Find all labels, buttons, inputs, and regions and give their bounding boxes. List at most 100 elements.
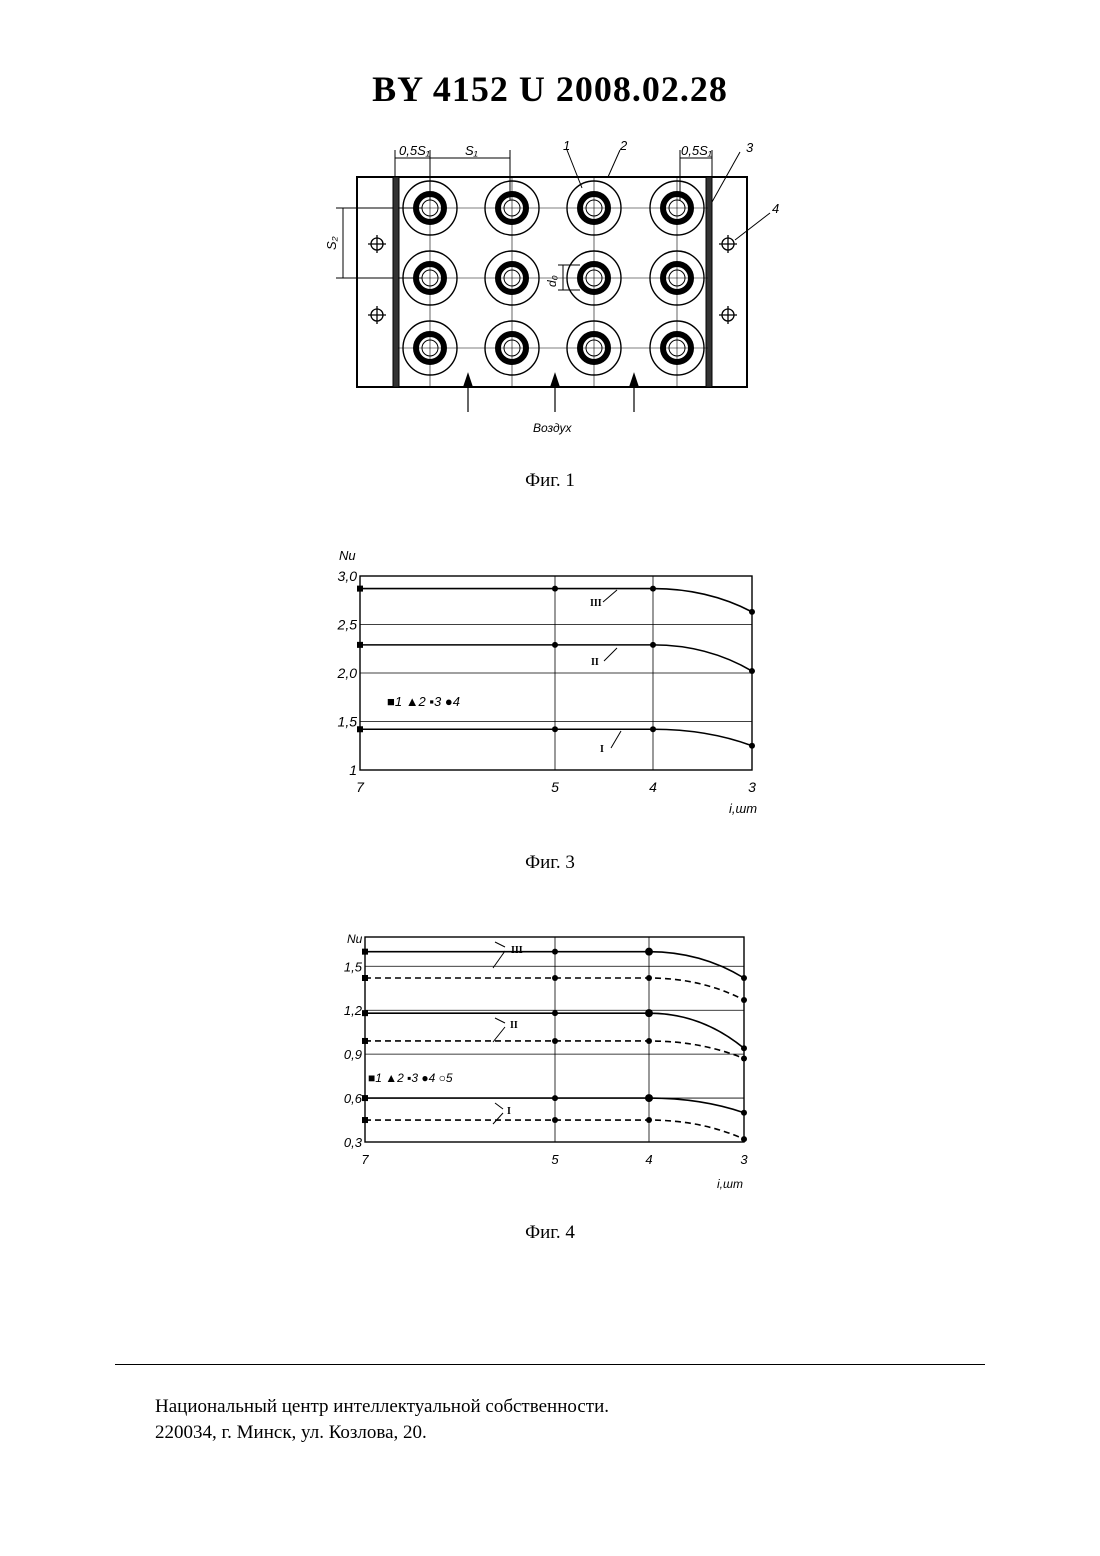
fig3-data-point — [552, 642, 558, 648]
fig3-data-point — [650, 726, 656, 732]
fig3-series-leader — [611, 731, 621, 748]
fig4-data-point — [646, 1117, 652, 1123]
fig4-data-point — [552, 975, 558, 981]
fig4-data-point — [741, 1136, 747, 1142]
fig4-y-tick-label: 0,6 — [344, 1091, 363, 1106]
fig4-series-line — [365, 952, 744, 978]
fig4-x-tick-label: 7 — [361, 1152, 369, 1167]
figure-1-drawing: 0,5S₁ S₁ 0,5S₁ S₂ d₀ 1 2 3 4 Воздух — [300, 130, 800, 450]
fig4-series-label-i: I — [507, 1106, 511, 1117]
fig3-data-point — [749, 609, 755, 615]
dim-label-s1: S₁ — [465, 143, 478, 158]
fig4-data-point — [646, 975, 652, 981]
fig4-series-leader — [495, 1018, 505, 1023]
fig3-ylabel: Nu — [339, 548, 356, 563]
dim-label-d: d₀ — [545, 275, 559, 287]
footer-address: 220034, г. Минск, ул. Козлова, 20. — [155, 1422, 427, 1444]
fig4-series-leader — [495, 1103, 503, 1109]
figure-1-caption: Фиг. 1 — [0, 470, 1100, 492]
fig3-data-point — [357, 642, 363, 648]
fig4-x-tick-label: 4 — [645, 1152, 652, 1167]
fig3-data-point — [650, 642, 656, 648]
fig3-data-point — [357, 586, 363, 592]
fig4-legend: ■1 ▲2 ▪3 ●4 ○5 — [368, 1071, 453, 1085]
fig3-legend: ■1 ▲2 ▪3 ●4 — [387, 694, 460, 709]
fig4-data-point — [552, 1117, 558, 1123]
fig3-x-tick-label: 3 — [748, 779, 756, 795]
fig3-y-tick-label: 1,5 — [338, 714, 358, 730]
air-label: Воздух — [533, 421, 572, 435]
fig4-data-point — [741, 975, 747, 981]
fig4-data-point — [362, 1095, 368, 1101]
fig4-y-tick-label: 0,3 — [344, 1135, 363, 1150]
fig4-series-leader — [493, 951, 505, 968]
fig4-data-point — [741, 1110, 747, 1116]
fig4-data-point — [552, 1038, 558, 1044]
part-label-3: 3 — [746, 140, 754, 155]
figure-4-caption: Фиг. 4 — [0, 1222, 1100, 1244]
fig4-series-leader — [495, 942, 505, 947]
part-label-1: 1 — [563, 138, 570, 153]
part-label-4: 4 — [772, 201, 779, 216]
fig4-series-label-ii: II — [510, 1020, 518, 1031]
fig4-data-point — [362, 1010, 368, 1016]
fig3-y-tick-label: 1 — [349, 762, 357, 778]
fig3-y-tick-label: 2,0 — [337, 665, 358, 681]
fig3-x-tick-label: 7 — [356, 779, 365, 795]
fig4-series-leader — [493, 1027, 505, 1042]
fig4-data-point — [552, 949, 558, 955]
fig4-ylabel: Nu — [347, 932, 363, 946]
left-wall — [393, 177, 399, 387]
fig4-data-point — [741, 1056, 747, 1062]
air-arrows — [464, 374, 638, 412]
fig4-data-point — [645, 1009, 653, 1017]
fig3-data-point — [650, 586, 656, 592]
fig4-y-tick-label: 1,5 — [344, 959, 363, 974]
fig4-data-point — [362, 949, 368, 955]
fig4-data-point — [552, 1095, 558, 1101]
fig3-y-tick-label: 2,5 — [337, 617, 358, 633]
fig3-series-line — [360, 645, 752, 671]
fig3-data-point — [749, 668, 755, 674]
part-label-2: 2 — [619, 138, 628, 153]
fig4-data-point — [741, 997, 747, 1003]
fig3-series-label-ii: II — [591, 657, 599, 668]
figure-3-chart: 3,02,52,01,517543 Nu i,шт ■1 ▲2 ▪3 ●4 II… — [325, 540, 775, 825]
dim-label-s2: S₂ — [324, 236, 339, 250]
fig4-data-point — [741, 1045, 747, 1051]
fig4-data-point — [645, 948, 653, 956]
fig3-data-point — [357, 726, 363, 732]
fig4-y-tick-label: 1,2 — [344, 1003, 363, 1018]
document-header: BY 4152 U 2008.02.28 — [0, 68, 1100, 110]
figure-4-chart: 1,5 1,2 0,9 0,6 0,3 7 5 4 3 Nu i,шт ■1 ▲2 ▪3 ●4 … — [335, 925, 765, 1195]
fig3-series-label-iii: III — [590, 598, 602, 609]
fig3-data-point — [552, 586, 558, 592]
fig3-series-label-i: I — [600, 744, 604, 755]
fig4-y-tick-label: 0,9 — [344, 1047, 362, 1062]
footer-organization: Национальный центр интеллектуальной собс… — [155, 1396, 609, 1418]
fig3-series-line — [360, 589, 752, 612]
fig3-data-point — [552, 726, 558, 732]
fig3-xlabel: i,шт — [729, 801, 757, 816]
fig4-data-point — [362, 1117, 368, 1123]
fig3-data-point — [749, 743, 755, 749]
fig4-data-point — [362, 975, 368, 981]
fig3-x-tick-label: 5 — [551, 779, 559, 795]
fig3-series-leader — [604, 648, 617, 661]
fig4-data-point — [552, 1010, 558, 1016]
fig4-data-point — [645, 1094, 653, 1102]
fig4-data-point — [646, 1038, 652, 1044]
dim-label-half-s1-right: 0,5S₁ — [681, 143, 712, 158]
fig4-x-tick-label: 5 — [551, 1152, 559, 1167]
fig4-series-leader — [493, 1113, 503, 1124]
dim-label-half-s1-left: 0,5S₁ — [399, 143, 430, 158]
figure-3-caption: Фиг. 3 — [0, 852, 1100, 874]
fig4-data-point — [362, 1038, 368, 1044]
fig4-x-tick-label: 3 — [740, 1152, 748, 1167]
fig4-xlabel: i,шт — [717, 1177, 743, 1191]
fig3-x-tick-label: 4 — [649, 779, 657, 795]
fig3-series-leader — [603, 590, 617, 602]
fig3-y-tick-label: 3,0 — [338, 568, 358, 584]
fig4-series-label-iii: III — [511, 945, 523, 956]
fig4-series-line — [365, 978, 744, 1000]
